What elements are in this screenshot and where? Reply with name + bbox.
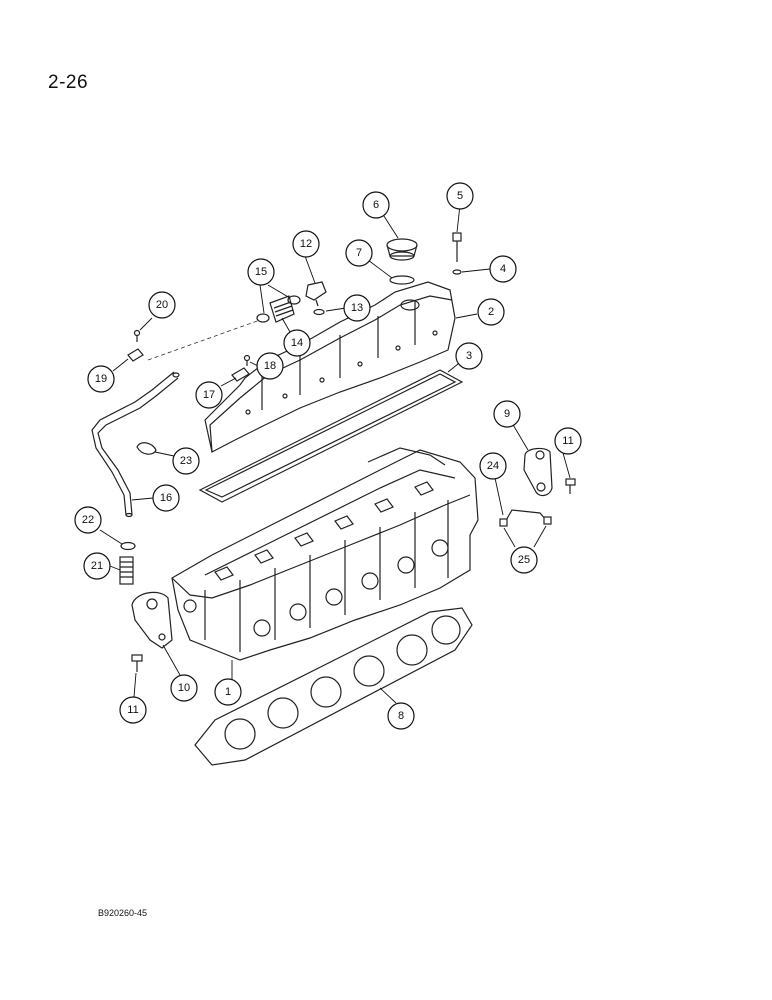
page-number: 2-26 [48, 72, 89, 93]
breather-tube [91, 371, 179, 516]
callout-9: 9 [493, 400, 521, 428]
svg-text:5: 5 [457, 190, 463, 202]
tube-support-clip [127, 348, 144, 362]
callout-18: 18 [256, 352, 284, 380]
svg-text:1: 1 [225, 686, 231, 698]
callout-15: 15 [247, 258, 275, 286]
svg-text:18: 18 [264, 360, 276, 372]
svg-text:3: 3 [466, 350, 472, 362]
front-bracket-bolt [131, 654, 143, 672]
svg-text:21: 21 [91, 560, 103, 572]
svg-text:16: 16 [160, 492, 172, 504]
svg-text:22: 22 [82, 514, 94, 526]
callout-11-rear: 11 [554, 427, 582, 455]
valve-cover [204, 281, 456, 453]
leader-lines [99, 204, 571, 704]
callout-25: 25 [510, 546, 538, 574]
callout-7: 7 [345, 239, 373, 267]
oil-filler-cap [386, 238, 418, 261]
cover-bolt [452, 232, 462, 262]
tube-fittings [499, 516, 552, 527]
breather-hose [269, 295, 295, 323]
svg-text:23: 23 [180, 455, 192, 467]
cylinder-head [171, 447, 479, 661]
svg-text:8: 8 [398, 710, 404, 722]
oil-supply-tube [504, 509, 547, 523]
tube-holder-clip [136, 442, 157, 455]
clip-screw [243, 354, 251, 366]
callout-2: 2 [477, 298, 505, 326]
svg-text:11: 11 [562, 435, 573, 447]
callout-23: 23 [172, 447, 200, 475]
callout-20: 20 [148, 291, 176, 319]
fitting-o-ring [313, 308, 325, 316]
callout-14: 14 [283, 329, 311, 357]
callout-21: 21 [83, 552, 111, 580]
callout-13: 13 [343, 294, 371, 322]
svg-text:25: 25 [518, 554, 530, 566]
svg-text:4: 4 [500, 263, 506, 275]
callout-22: 22 [74, 506, 102, 534]
callout-10: 10 [170, 674, 198, 702]
callout-1: 1 [214, 678, 242, 706]
head-gasket [194, 607, 473, 766]
svg-text:17: 17 [203, 389, 215, 401]
cap-seal [389, 275, 415, 285]
cover-gasket [198, 369, 464, 503]
svg-text:11: 11 [127, 704, 138, 716]
connection-dashed-line [147, 319, 261, 361]
callout-11-front: 11 [119, 696, 147, 724]
svg-text:10: 10 [178, 682, 190, 694]
bolt-o-ring [452, 269, 462, 275]
svg-text:20: 20 [156, 299, 168, 311]
lower-hose [119, 556, 134, 585]
svg-text:19: 19 [95, 373, 107, 385]
svg-text:9: 9 [504, 408, 510, 420]
svg-text:24: 24 [487, 460, 499, 472]
breather-fitting [305, 281, 327, 307]
svg-text:12: 12 [300, 238, 312, 250]
svg-text:15: 15 [255, 266, 267, 278]
callout-3: 3 [455, 342, 483, 370]
callout-4: 4 [489, 255, 517, 283]
callout-6: 6 [362, 191, 390, 219]
callout-24: 24 [479, 452, 507, 480]
lower-hose-clamp [120, 541, 136, 551]
svg-text:7: 7 [356, 247, 362, 259]
callout-17: 17 [195, 381, 223, 409]
callout-8: 8 [387, 702, 415, 730]
callout-16: 16 [152, 484, 180, 512]
svg-text:14: 14 [291, 337, 303, 349]
front-lifting-bracket [131, 591, 173, 649]
svg-text:2: 2 [488, 306, 494, 318]
hose-clamps [256, 295, 301, 323]
svg-text:6: 6 [373, 199, 379, 211]
callout-12: 12 [292, 230, 320, 258]
tube-clip [231, 367, 250, 382]
rear-lifting-bracket [523, 447, 553, 497]
rear-bracket-bolt [565, 478, 576, 494]
figure-code: B920260-45 [98, 908, 148, 918]
svg-text:13: 13 [351, 302, 363, 314]
tube-screw [133, 329, 141, 342]
callout-5: 5 [446, 182, 474, 210]
callout-19: 19 [87, 365, 115, 393]
